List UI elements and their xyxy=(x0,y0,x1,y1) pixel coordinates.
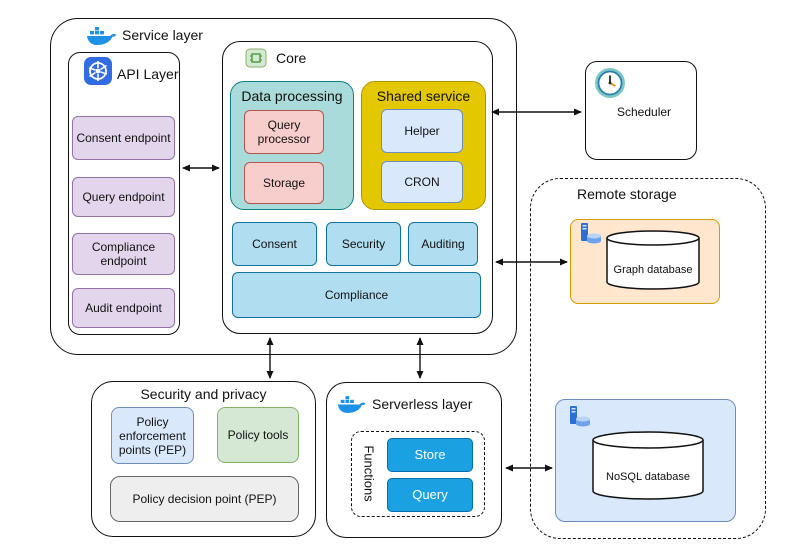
core-title: Core xyxy=(276,50,307,66)
consent-module-label: Consent xyxy=(252,237,297,251)
policy-enforcement-points-label: Policy enforcement points (PEP) xyxy=(118,414,187,457)
service-layer-container xyxy=(50,18,517,355)
remote-storage-container xyxy=(530,178,766,539)
database-server-icon xyxy=(570,406,590,427)
cron-label: CRON xyxy=(404,175,440,189)
scheduler-label: Scheduler xyxy=(617,105,672,119)
api-layer-title: API Layer xyxy=(117,66,179,82)
storage-label: Storage xyxy=(262,176,306,190)
security-privacy-container xyxy=(91,381,316,537)
clock-icon xyxy=(595,68,625,98)
policy-decision-point[interactable]: Policy decision point (PEP) xyxy=(110,476,299,522)
graph-database-cylinder xyxy=(606,230,700,290)
query-function-label: Query xyxy=(412,487,448,502)
policy-tools[interactable]: Policy tools xyxy=(217,407,299,463)
service-layer-title: Service layer xyxy=(122,27,203,43)
core-container xyxy=(222,41,493,334)
audit-endpoint[interactable]: Audit endpoint xyxy=(72,288,175,328)
query-function[interactable]: Query xyxy=(387,478,473,512)
chip-icon xyxy=(245,48,267,68)
scheduler-box[interactable] xyxy=(585,61,697,160)
policy-decision-point-label: Policy decision point (PEP) xyxy=(132,492,277,506)
audit-endpoint-label: Audit endpoint xyxy=(85,301,162,315)
auditing-module-label: Auditing xyxy=(421,237,465,251)
shared-service-title: Shared service xyxy=(376,88,471,104)
compliance-endpoint[interactable]: Compliance endpoint xyxy=(72,233,175,275)
nosql-database-label: NoSQL database xyxy=(606,471,690,483)
api-layer-container xyxy=(68,52,180,335)
data-processing-title: Data processing xyxy=(241,88,343,104)
auditing-module[interactable]: Auditing xyxy=(408,222,478,266)
functions-group xyxy=(351,431,485,517)
cron-box[interactable]: CRON xyxy=(381,161,463,203)
graph-database-label: Graph database xyxy=(613,264,693,276)
store-function-label: Store xyxy=(414,447,446,462)
storage-box[interactable]: Storage xyxy=(244,162,324,204)
query-processor-label: Query processor xyxy=(257,118,311,146)
serverless-docker-icon xyxy=(337,396,366,413)
helper-label: Helper xyxy=(404,124,440,138)
consent-endpoint-label: Consent endpoint xyxy=(76,131,171,145)
compliance-module[interactable]: Compliance xyxy=(232,272,481,318)
compliance-endpoint-label: Compliance endpoint xyxy=(91,240,156,268)
security-privacy-title: Security and privacy xyxy=(140,386,267,402)
kubernetes-icon xyxy=(84,57,112,85)
serverless-layer-title: Serverless layer xyxy=(372,396,473,412)
store-function[interactable]: Store xyxy=(387,438,473,472)
query-endpoint-label: Query endpoint xyxy=(82,190,165,204)
nosql-database-cylinder xyxy=(592,431,704,500)
security-module[interactable]: Security xyxy=(326,222,401,266)
compliance-module-label: Compliance xyxy=(324,288,389,302)
serverless-layer-container xyxy=(326,382,502,538)
consent-endpoint[interactable]: Consent endpoint xyxy=(72,116,175,160)
database-server-icon xyxy=(581,223,601,244)
helper-box[interactable]: Helper xyxy=(381,109,463,153)
query-endpoint[interactable]: Query endpoint xyxy=(72,177,175,217)
consent-module[interactable]: Consent xyxy=(232,222,317,266)
security-module-label: Security xyxy=(341,237,386,251)
policy-tools-label: Policy tools xyxy=(227,428,289,442)
query-processor-box[interactable]: Query processor xyxy=(244,110,324,154)
service-layer-docker-icon xyxy=(87,27,117,45)
remote-storage-title: Remote storage xyxy=(577,186,677,202)
policy-enforcement-points[interactable]: Policy enforcement points (PEP) xyxy=(111,407,194,464)
